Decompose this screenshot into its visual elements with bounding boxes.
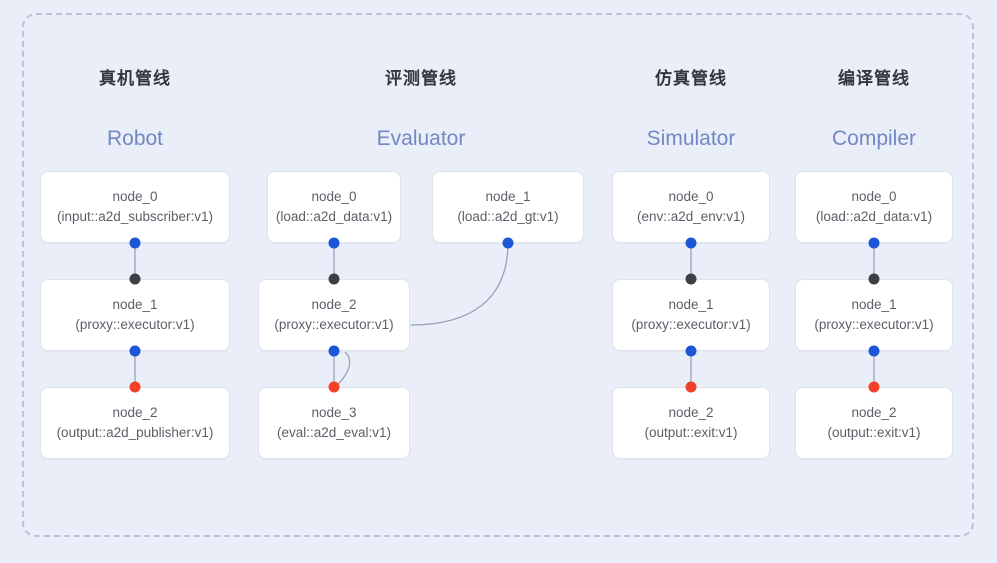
output-port-dot[interactable] bbox=[129, 237, 141, 249]
node-name-label: node_2 bbox=[851, 405, 897, 421]
column-title-en-simulator: Simulator bbox=[646, 127, 736, 150]
output-port-dot[interactable] bbox=[129, 345, 141, 357]
output-port-dot[interactable] bbox=[502, 237, 514, 249]
node-spec-label: (eval::a2d_eval:v1) bbox=[276, 425, 392, 440]
node-card-evaluator-node_1[interactable]: node_1(load::a2d_gt:v1) bbox=[432, 171, 584, 243]
node-card-simulator-node_1[interactable]: node_1(proxy::executor:v1) bbox=[612, 279, 770, 351]
output-port-dot[interactable] bbox=[328, 345, 340, 357]
column-header-evaluator: 评测管线 Evaluator bbox=[377, 70, 466, 149]
node-card-robot-node_1[interactable]: node_1(proxy::executor:v1) bbox=[40, 279, 230, 351]
node-name-label: node_0 bbox=[311, 189, 357, 205]
column-title-en-compiler: Compiler bbox=[831, 127, 917, 150]
column-title-cn-simulator: 仿真管线 bbox=[654, 69, 727, 88]
node-card-evaluator-node_2[interactable]: node_2(proxy::executor:v1) bbox=[258, 279, 410, 351]
node-spec-label: (output::exit:v1) bbox=[644, 425, 738, 440]
node-card-simulator-node_0[interactable]: node_0(env::a2d_env:v1) bbox=[612, 171, 770, 243]
node-card-compiler-node_2[interactable]: node_2(output::exit:v1) bbox=[795, 387, 953, 459]
node-spec-label: (load::a2d_data:v1) bbox=[815, 209, 933, 224]
node-spec-label: (input::a2d_subscriber:v1) bbox=[56, 209, 214, 224]
edge-curved-gt-to-executor bbox=[410, 242, 509, 326]
terminal-port-dot[interactable] bbox=[129, 381, 141, 393]
node-card-evaluator-node_3[interactable]: node_3(eval::a2d_eval:v1) bbox=[258, 387, 410, 459]
edge-curved-executor-to-eval bbox=[335, 351, 351, 387]
column-title-cn-evaluator: 评测管线 bbox=[385, 69, 457, 88]
output-port-dot[interactable] bbox=[868, 237, 880, 249]
node-name-label: node_1 bbox=[851, 297, 897, 313]
node-spec-label: (load::a2d_gt:v1) bbox=[457, 209, 559, 224]
node-spec-label: (output::a2d_publisher:v1) bbox=[56, 425, 214, 440]
column-title-en-robot: Robot bbox=[106, 127, 164, 150]
node-name-label: node_1 bbox=[668, 297, 714, 313]
node-name-label: node_0 bbox=[112, 189, 158, 205]
input-port-dot[interactable] bbox=[328, 273, 340, 285]
terminal-port-dot[interactable] bbox=[685, 381, 697, 393]
output-port-dot[interactable] bbox=[868, 345, 880, 357]
node-spec-label: (proxy::executor:v1) bbox=[75, 317, 195, 332]
terminal-port-dot[interactable] bbox=[328, 381, 340, 393]
input-port-dot[interactable] bbox=[685, 273, 697, 285]
node-card-robot-node_2[interactable]: node_2(output::a2d_publisher:v1) bbox=[40, 387, 230, 459]
node-name-label: node_0 bbox=[668, 189, 714, 205]
node-spec-label: (env::a2d_env:v1) bbox=[636, 209, 746, 224]
node-name-label: node_3 bbox=[311, 405, 357, 421]
terminal-port-dot[interactable] bbox=[868, 381, 880, 393]
node-spec-label: (proxy::executor:v1) bbox=[814, 317, 934, 332]
node-name-label: node_1 bbox=[485, 189, 531, 205]
node-card-simulator-node_2[interactable]: node_2(output::exit:v1) bbox=[612, 387, 770, 459]
output-port-dot[interactable] bbox=[685, 237, 697, 249]
column-header-robot: 真机管线 Robot bbox=[99, 70, 171, 149]
input-port-dot[interactable] bbox=[868, 273, 880, 285]
node-card-compiler-node_1[interactable]: node_1(proxy::executor:v1) bbox=[795, 279, 953, 351]
node-spec-label: (proxy::executor:v1) bbox=[631, 317, 751, 332]
column-title-cn-compiler: 编译管线 bbox=[838, 69, 910, 88]
column-title-cn-robot: 真机管线 bbox=[99, 69, 171, 88]
input-port-dot[interactable] bbox=[129, 273, 141, 285]
node-card-robot-node_0[interactable]: node_0(input::a2d_subscriber:v1) bbox=[40, 171, 230, 243]
node-card-evaluator-node_0[interactable]: node_0(load::a2d_data:v1) bbox=[267, 171, 401, 243]
output-port-dot[interactable] bbox=[328, 237, 340, 249]
node-name-label: node_0 bbox=[851, 189, 897, 205]
node-card-compiler-node_0[interactable]: node_0(load::a2d_data:v1) bbox=[795, 171, 953, 243]
node-name-label: node_1 bbox=[112, 297, 158, 313]
node-name-label: node_2 bbox=[668, 405, 714, 421]
node-spec-label: (proxy::executor:v1) bbox=[274, 317, 394, 332]
node-name-label: node_2 bbox=[311, 297, 357, 313]
node-spec-label: (output::exit:v1) bbox=[827, 425, 921, 440]
column-header-compiler: 编译管线 Compiler bbox=[832, 70, 916, 149]
node-spec-label: (load::a2d_data:v1) bbox=[275, 209, 393, 224]
column-header-simulator: 仿真管线 Simulator bbox=[647, 70, 736, 149]
column-title-en-evaluator: Evaluator bbox=[376, 127, 466, 150]
output-port-dot[interactable] bbox=[685, 345, 697, 357]
node-name-label: node_2 bbox=[112, 405, 158, 421]
